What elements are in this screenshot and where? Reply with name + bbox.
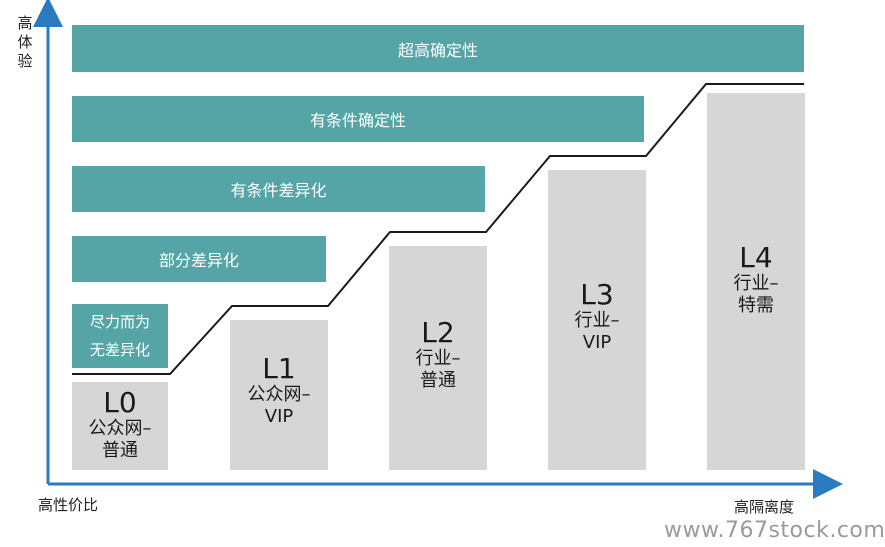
level-desc-line1: 行业– xyxy=(415,348,461,369)
level-column-l4: L4 行业– 特需 xyxy=(707,93,805,470)
level-label: L0 xyxy=(103,386,137,419)
level-label: L2 xyxy=(421,316,455,349)
level-column-l3: L3 行业– VIP xyxy=(548,170,646,470)
band-partial-differentiation: 部分差异化 xyxy=(72,236,326,282)
band-label: 部分差异化 xyxy=(158,251,239,270)
watermark-text: www.767stock.com xyxy=(664,518,885,543)
level-desc-line1: 公众网– xyxy=(247,384,311,405)
level-label: L1 xyxy=(262,352,296,385)
level-desc-line1: 行业– xyxy=(733,273,779,294)
level-desc-line2: 普通 xyxy=(102,440,138,461)
band-label: 有条件差异化 xyxy=(230,181,327,200)
band-best-effort: 尽力而为 无差异化 xyxy=(72,304,168,368)
x-axis-left-label: 高性价比 xyxy=(38,496,99,514)
band-label-line1: 尽力而为 xyxy=(89,313,150,331)
band-conditional-differentiation: 有条件差异化 xyxy=(72,166,485,212)
level-column-l0: L0 公众网– 普通 xyxy=(72,382,168,470)
band-conditional-determinism: 有条件确定性 xyxy=(72,96,644,142)
level-column-l1: L1 公众网– VIP xyxy=(230,320,328,470)
level-desc-line2: VIP xyxy=(264,406,294,427)
level-column-l2: L2 行业– 普通 xyxy=(389,246,487,470)
level-desc-line1: 行业– xyxy=(574,310,620,331)
band-ultra-high-determinism: 超高确定性 xyxy=(72,25,804,72)
y-axis-label-char: 高 xyxy=(17,14,33,32)
level-desc-line2: 普通 xyxy=(420,370,456,391)
level-desc-line2: VIP xyxy=(582,332,612,353)
capability-staircase-line xyxy=(72,83,804,375)
level-desc-line2: 特需 xyxy=(738,295,774,316)
level-desc-line1: 公众网– xyxy=(88,418,152,439)
band-label-line2: 无差异化 xyxy=(89,341,150,359)
band-label: 有条件确定性 xyxy=(309,111,406,130)
y-axis-label: 高 体 验 xyxy=(14,14,36,71)
level-label: L4 xyxy=(739,241,773,274)
y-axis-label-char: 验 xyxy=(17,52,33,70)
band-label: 超高确定性 xyxy=(397,40,478,60)
x-axis-right-label: 高隔离度 xyxy=(734,498,795,516)
y-axis-label-char: 体 xyxy=(17,33,33,51)
level-label: L3 xyxy=(580,278,614,311)
